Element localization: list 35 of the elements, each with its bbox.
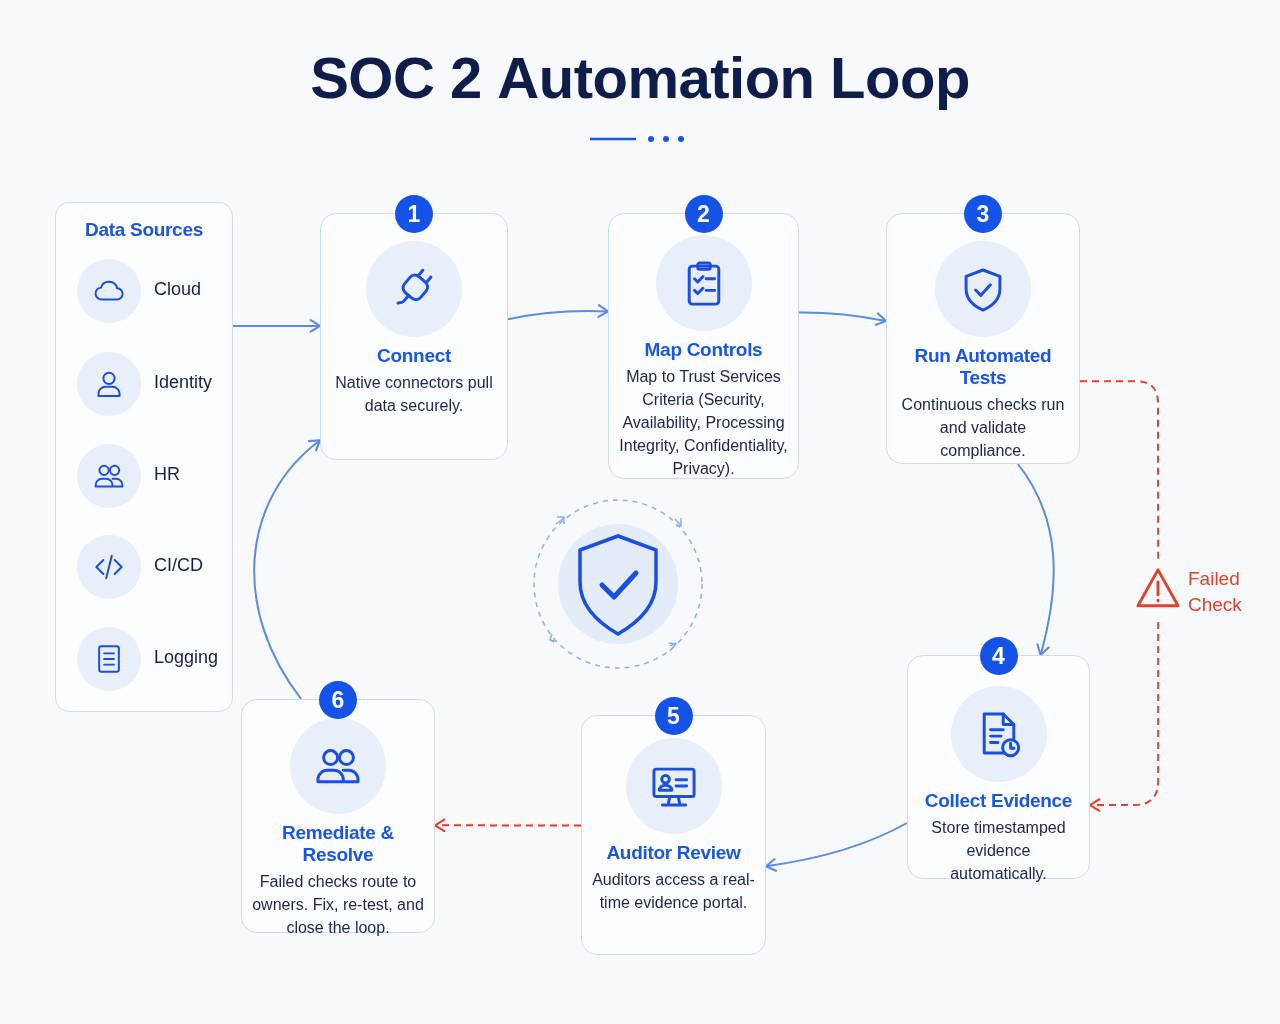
step-title: Collect Evidence: [923, 790, 1074, 812]
arrow: [1016, 463, 1055, 657]
step-description: Native connectors pull data securely.: [334, 373, 494, 416]
step-number-badge: 2: [684, 195, 723, 233]
arrow: [798, 311, 888, 326]
arrow: [1088, 621, 1160, 812]
data-sources-panel: [55, 202, 233, 712]
arrow: [433, 818, 582, 833]
step-number-badge: 4: [979, 637, 1018, 675]
step-description: Map to Trust Services Criteria (Security, Availability, Processing Integrity, Confidentiality, Privacy).: [619, 367, 788, 479]
arrow: [507, 304, 610, 321]
step-description: Store timestamped evidence automatically.: [930, 818, 1067, 884]
step-number-badge: 3: [964, 195, 1002, 233]
step-title: Connect: [376, 345, 452, 367]
step-title: Map Controls: [643, 339, 764, 361]
source-label: Logging: [154, 647, 219, 668]
step-number-badge: 1: [395, 195, 433, 233]
alert-label: Failed Check: [1188, 567, 1243, 617]
step-title: Auditor Review: [605, 842, 742, 864]
arrow: [232, 319, 322, 333]
source-label: Identity: [154, 372, 213, 393]
source-label: Cloud: [154, 279, 202, 300]
source-label: CI/CD: [154, 555, 203, 576]
step-title: Remediate & Resolve: [281, 822, 395, 866]
step-number-badge: 6: [319, 681, 357, 719]
step-description: Continuous checks run and validate compliance.: [900, 395, 1066, 461]
step-number-badge: 5: [654, 697, 693, 735]
panel-title: Data Sources: [84, 219, 204, 241]
source-label: HR: [154, 464, 180, 485]
title: SOC 2 Automation Loop: [309, 44, 971, 111]
step-description: Failed checks route to owners. Fix, re-test, and close the loop.: [252, 872, 424, 938]
arrow: [764, 822, 908, 872]
arrow: [253, 439, 322, 700]
step-description: Auditors access a real-time evidence portal.: [592, 870, 755, 913]
step-title: Run Automated Tests: [913, 345, 1053, 389]
